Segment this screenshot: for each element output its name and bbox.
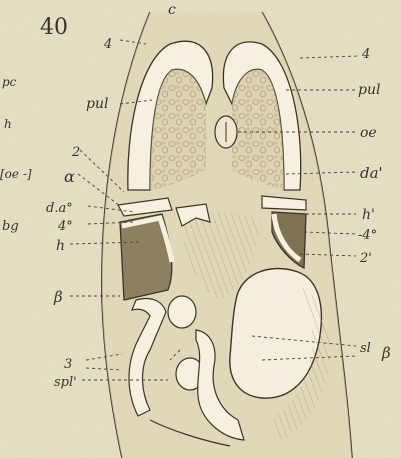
label-beta-left: β	[53, 288, 63, 306]
label-sl: sl	[360, 341, 371, 356]
label-pc: pc	[2, 75, 17, 89]
label-alpha: α	[64, 167, 75, 186]
label-oe-left: [oe -]	[0, 167, 32, 181]
label-3: 3	[64, 357, 72, 372]
label-pul-left: pul	[86, 96, 108, 112]
label-beta-right: β	[381, 344, 391, 362]
label-4-right: 4	[361, 47, 370, 62]
label-da-left: d.a°	[46, 201, 73, 216]
label-4-left: 4	[103, 37, 112, 52]
label-bg: bg	[2, 219, 19, 234]
label-h-prime: h'	[362, 207, 375, 223]
label-c: c	[168, 2, 176, 18]
label-pul-right: pul	[358, 82, 380, 98]
figure-number: 40	[40, 15, 68, 40]
label-h-cavity: h	[56, 238, 65, 254]
label-da-right: da'	[360, 164, 383, 182]
label-h-left: h	[4, 117, 12, 131]
label-4deg-left: 4°	[57, 219, 73, 234]
label-oe: oe	[360, 125, 377, 141]
label-spl: spl'	[54, 375, 77, 390]
label-4deg-right: -4°	[358, 228, 377, 243]
label-2-prime: 2'	[359, 251, 372, 266]
vesicle-upper	[168, 296, 196, 328]
label-2: 2	[71, 145, 80, 160]
